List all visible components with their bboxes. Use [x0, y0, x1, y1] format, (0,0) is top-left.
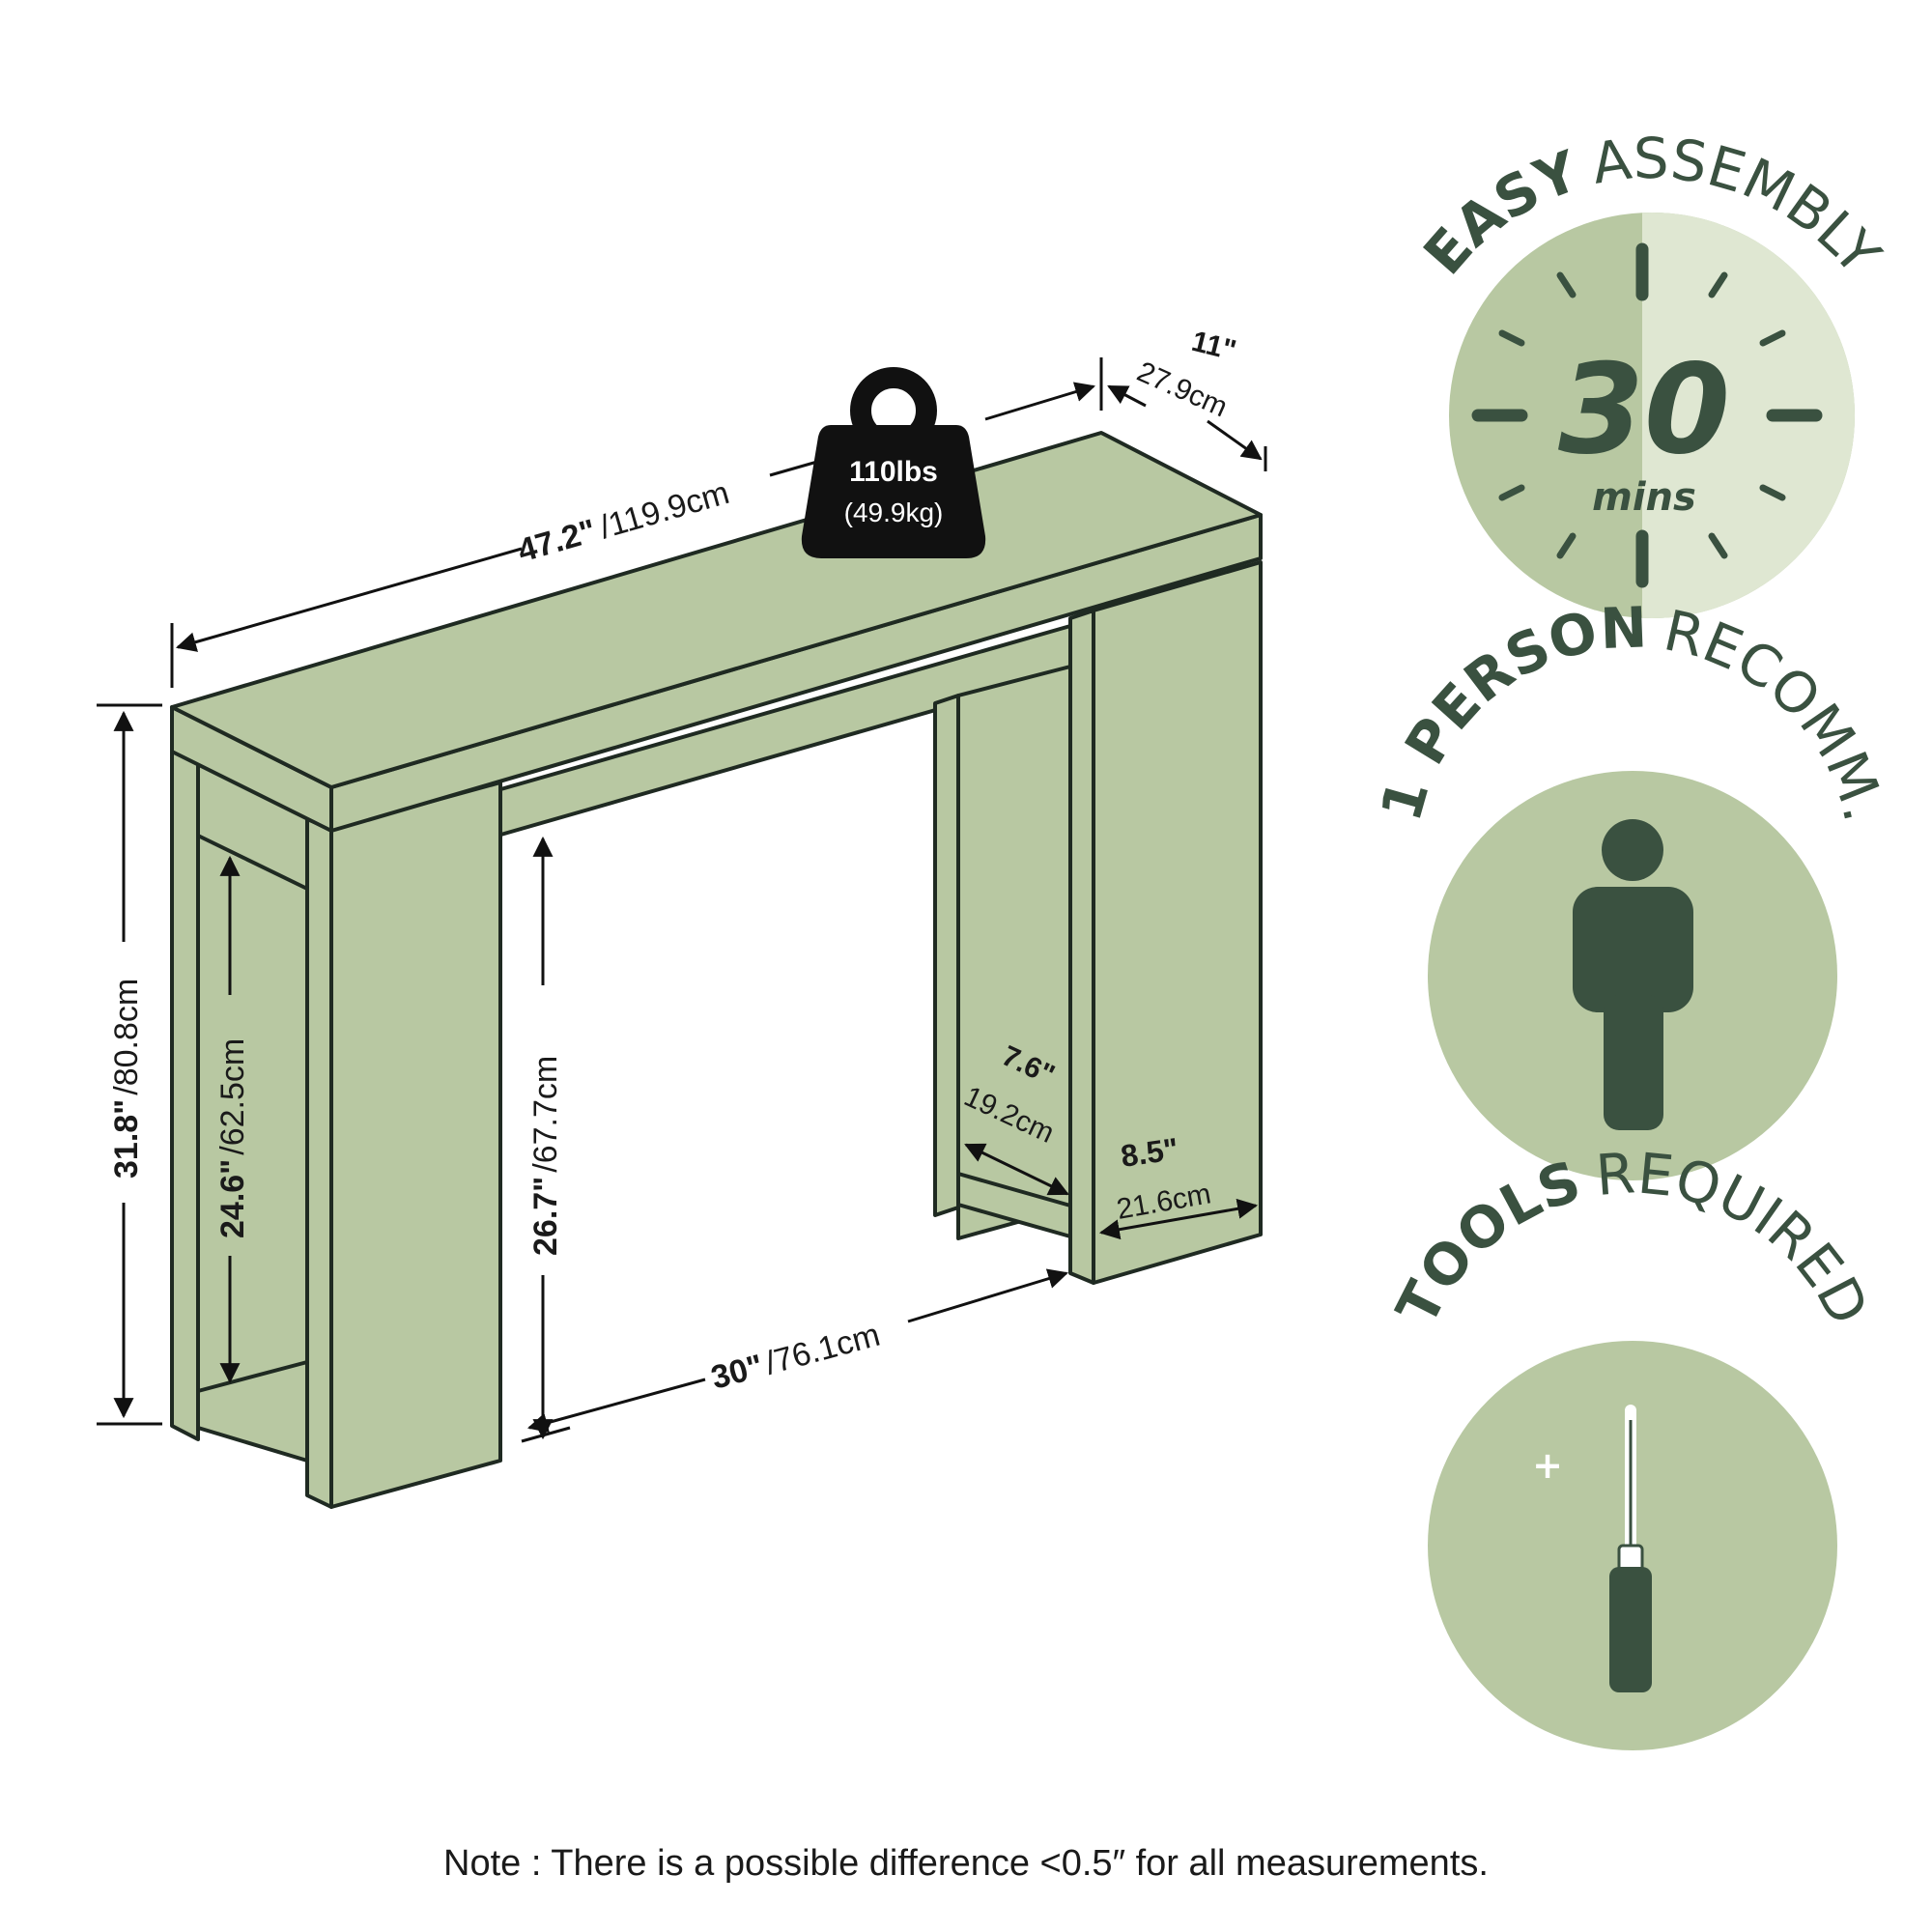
clock-icon [1471, 242, 1823, 588]
tools-title: TOOLSREQUIRED [1383, 1140, 1881, 1335]
depth-in-label: 11" [1188, 326, 1239, 367]
person-icon [1573, 819, 1693, 1130]
easy-assembly-badge: 30 mins EASYASSEMBLY [1411, 126, 1893, 618]
left-shelf-top-edge [197, 834, 308, 891]
left-front-leg-face [329, 781, 502, 1509]
back-right-leg-inner [933, 694, 960, 1217]
screwdriver-icon [1609, 1405, 1652, 1692]
weight-lbs: 110lbs [849, 456, 938, 488]
depth-cm-label: 27.9cm [1132, 355, 1232, 423]
measurement-note: Note : There is a possible difference <0… [443, 1843, 1489, 1884]
plus-icon: + [1532, 1444, 1563, 1487]
back-right-leg-face [956, 665, 1072, 1240]
weight-kg: (49.9kg) [844, 497, 944, 527]
shelf-height-label: 24.6"/62.5cm [214, 1038, 251, 1238]
inner-width-label: 30"/76.1cm [707, 1317, 884, 1397]
weight-icon: 110lbs (49.9kg) [801, 367, 986, 558]
left-back-leg [170, 742, 200, 1441]
right-front-leg-side [1068, 609, 1095, 1285]
dimension-labels: 47.2"/119.9cm 11" 27.9cm 31.8"/80.8cm 24… [108, 326, 1239, 1397]
side-depth-in-label: 8.5" [1119, 1131, 1180, 1174]
console-table [170, 431, 1263, 1509]
height-label: 31.8"/80.8cm [108, 979, 145, 1179]
right-front-leg-face [1092, 560, 1263, 1285]
dimension-lines [97, 357, 1267, 1443]
tabletop [170, 431, 1263, 789]
assembly-unit: mins [1592, 475, 1696, 520]
clearance-label: 26.7"/67.7cm [527, 1056, 564, 1256]
left-front-leg-side [305, 817, 333, 1509]
tools-badge: + TOOLSREQUIRED [1383, 1140, 1882, 1750]
assembly-minutes: 30 [1558, 338, 1730, 482]
